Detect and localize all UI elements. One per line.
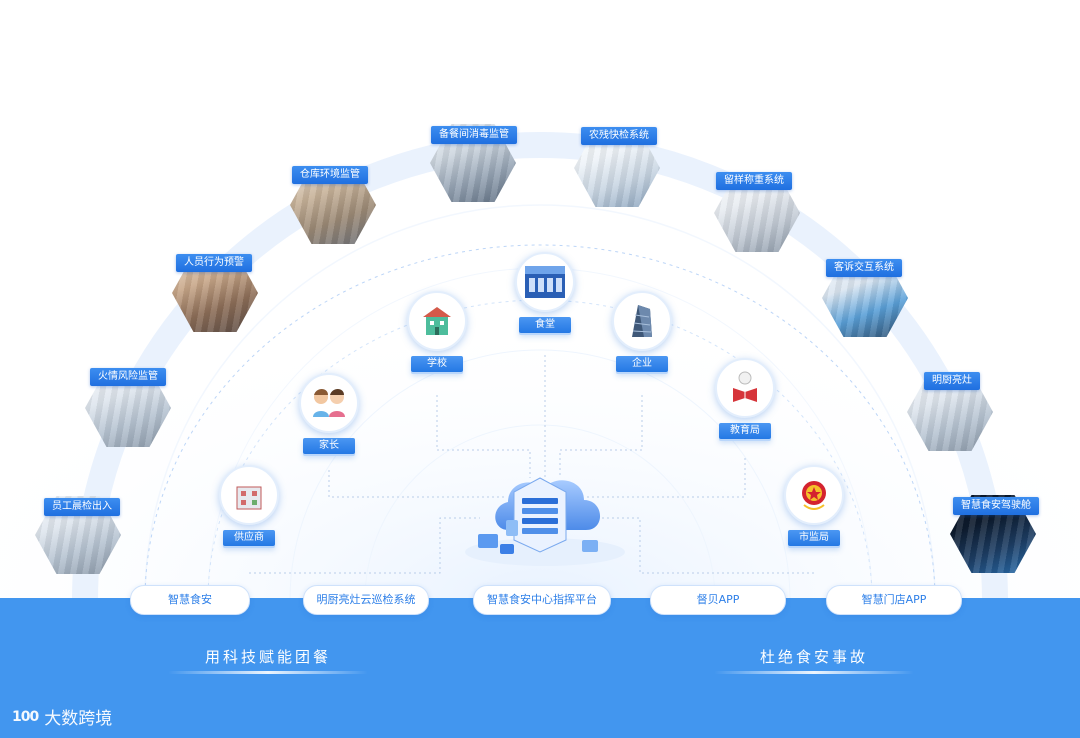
slogan-right: 杜绝食安事故 bbox=[714, 640, 914, 674]
watermark-mark: 100 bbox=[12, 709, 38, 725]
node-school: 学校 bbox=[397, 291, 477, 372]
node-market-bureau-label: 市监局 bbox=[788, 530, 840, 546]
reader-icon bbox=[715, 358, 775, 418]
slogan-left: 用科技赋能团餐 bbox=[168, 640, 368, 674]
node-supplier: 供应商 bbox=[209, 465, 289, 546]
node-school-label: 学校 bbox=[411, 356, 463, 372]
platform-pill-command-center: 智慧食安中心指挥平台 bbox=[473, 585, 611, 615]
hex-disinfection-label: 备餐间消毒监管 bbox=[431, 126, 517, 144]
hex-pesticide-test-label: 农残快检系统 bbox=[581, 127, 657, 145]
node-canteen: 食堂 bbox=[505, 252, 585, 333]
building-icon bbox=[219, 465, 279, 525]
hex-open-kitchen-label: 明厨亮灶 bbox=[924, 372, 980, 390]
platform-pill-smart-food-safety: 智慧食安 bbox=[130, 585, 250, 615]
hex-warehouse-label: 仓库环境监管 bbox=[292, 166, 368, 184]
node-enterprise: 企业 bbox=[602, 291, 682, 372]
canteen-icon bbox=[515, 252, 575, 312]
platform-pill-cloud-inspection: 明厨亮灶云巡检系统 bbox=[303, 585, 429, 615]
emblem-icon bbox=[784, 465, 844, 525]
hex-complaint-label: 客诉交互系统 bbox=[826, 259, 902, 277]
hex-cockpit-label: 智慧食安驾驶舱 bbox=[953, 497, 1039, 515]
platform-pill-dubei-app: 督贝APP bbox=[650, 585, 786, 615]
node-enterprise-label: 企业 bbox=[616, 356, 668, 372]
hex-staff-morning-check-label: 员工晨检出入 bbox=[44, 498, 120, 516]
node-supplier-label: 供应商 bbox=[223, 530, 275, 546]
school-icon bbox=[407, 291, 467, 351]
hex-staff-behavior-label: 人员行为预警 bbox=[176, 254, 252, 272]
node-education-bureau-label: 教育局 bbox=[719, 423, 771, 439]
node-market-bureau: 市监局 bbox=[774, 465, 854, 546]
node-parents-label: 家长 bbox=[303, 438, 355, 454]
node-education-bureau: 教育局 bbox=[705, 358, 785, 439]
tower-icon bbox=[612, 291, 672, 351]
hex-fire-risk-label: 火情风险监管 bbox=[90, 368, 166, 386]
bottom-band bbox=[0, 598, 1080, 738]
node-canteen-label: 食堂 bbox=[519, 317, 571, 333]
watermark-logo: 100 大数跨境 bbox=[12, 704, 112, 729]
node-parents: 家长 bbox=[289, 373, 369, 454]
platform-pill-smart-store-app: 智慧门店APP bbox=[826, 585, 962, 615]
family-icon bbox=[299, 373, 359, 433]
watermark-text: 大数跨境 bbox=[44, 704, 112, 729]
hex-sample-weigh-label: 留样称重系统 bbox=[716, 172, 792, 190]
